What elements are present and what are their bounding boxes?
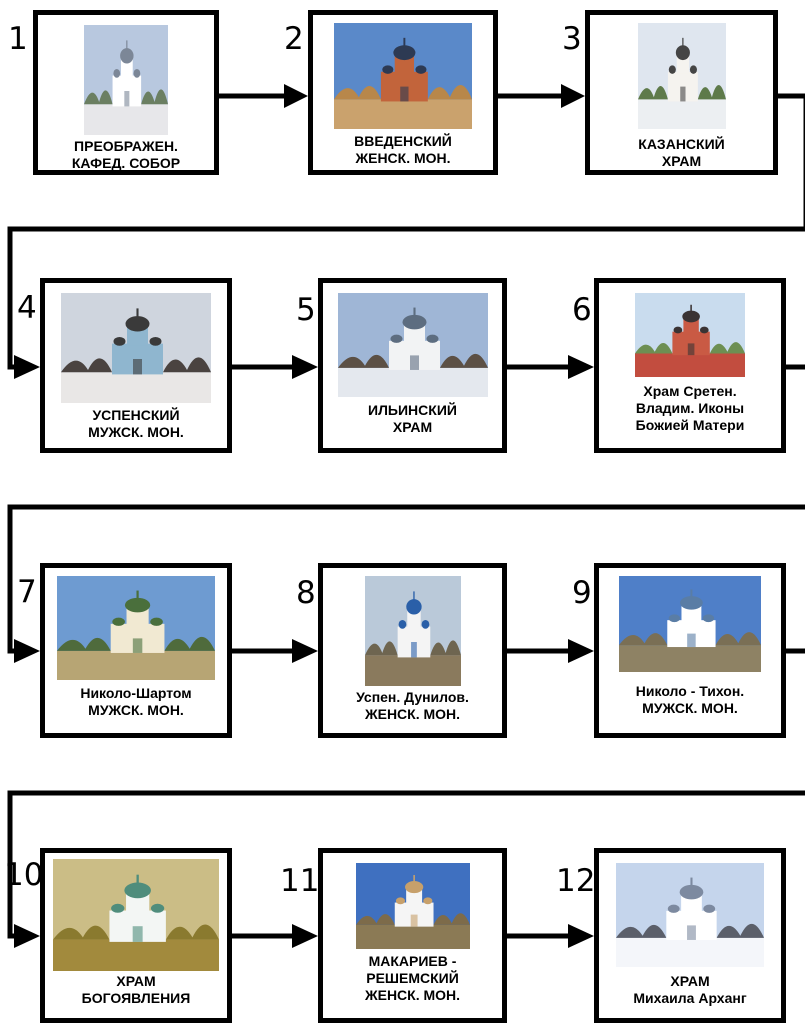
caption-line: Николо-Шартом — [80, 685, 192, 701]
step-number-8: 8 — [296, 575, 316, 611]
church-photo-3 — [637, 23, 726, 129]
arrowhead-2 — [284, 84, 308, 108]
step-box-1: ПРЕОБРАЖЕН.КАФЕД. СОБОР — [33, 10, 219, 175]
connector-3-4 — [7, 93, 805, 370]
step-number-3: 3 — [562, 21, 582, 57]
church-photo-4 — [61, 293, 211, 403]
church-photo-8 — [364, 576, 461, 686]
step-caption-8: Успен. Дунилов.ЖЕНСК. МОН. — [325, 689, 500, 723]
step-number-12: 12 — [556, 863, 596, 899]
church-photo-1 — [84, 25, 168, 135]
step-number-2: 2 — [284, 21, 304, 57]
arrowhead-12 — [568, 924, 594, 948]
caption-line: ХРАМ — [670, 973, 710, 989]
caption-line: УСПЕНСКИЙ — [92, 407, 180, 423]
caption-line: ВВЕДЕНСКИЙ — [354, 133, 452, 149]
church-photo-6 — [635, 293, 745, 377]
caption-line: Владим. Иконы — [635, 400, 745, 416]
arrowhead-5 — [292, 355, 318, 379]
church-photo-9 — [619, 576, 761, 672]
step-caption-1: ПРЕОБРАЖЕН.КАФЕД. СОБОР — [40, 138, 212, 172]
step-number-9: 9 — [572, 575, 592, 611]
step-number-5: 5 — [296, 292, 316, 328]
church-photo-7 — [57, 576, 215, 680]
step-number-6: 6 — [572, 292, 592, 328]
arrowhead-11 — [292, 924, 318, 948]
caption-line: МУЖСК. МОН. — [642, 700, 738, 716]
caption-line: РЕШЕМСКИЙ — [366, 970, 459, 986]
caption-line: БОГОЯВЛЕНИЯ — [81, 990, 191, 1006]
caption-line: ЖЕНСК. МОН. — [364, 706, 461, 722]
caption-line: ЖЕНСК. МОН. — [355, 150, 451, 166]
caption-line: Храм Сретен. — [643, 383, 737, 399]
caption-line: ЖЕНСК. МОН. — [364, 987, 461, 1003]
caption-line: Успен. Дунилов. — [356, 689, 469, 705]
caption-line: КАФЕД. СОБОР — [71, 155, 181, 171]
caption-line: Божией Матери — [635, 417, 745, 433]
church-photo-10 — [53, 859, 219, 971]
church-photo-11 — [355, 863, 470, 949]
church-photo-2 — [334, 23, 472, 129]
step-number-7: 7 — [17, 574, 37, 610]
caption-line: Михаила Арханг — [633, 990, 747, 1006]
church-photo-12 — [616, 863, 764, 967]
caption-line: МУЖСК. МОН. — [88, 424, 184, 440]
step-box-9: Николо - Тихон.МУЖСК. МОН. — [594, 563, 786, 738]
arrowhead-3 — [561, 84, 585, 108]
step-number-1: 1 — [8, 21, 28, 57]
arrowhead-10 — [14, 924, 40, 948]
step-number-4: 4 — [17, 290, 37, 326]
caption-line: МАКАРИЕВ - — [368, 953, 457, 969]
step-caption-9: Николо - Тихон.МУЖСК. МОН. — [601, 683, 779, 717]
step-number-11: 11 — [280, 863, 320, 899]
caption-line: КАЗАНСКИЙ — [638, 136, 725, 152]
caption-line: ХРАМ — [116, 973, 156, 989]
step-box-8: Успен. Дунилов.ЖЕНСК. МОН. — [318, 563, 507, 738]
caption-line: Николо - Тихон. — [635, 683, 745, 699]
caption-line: ИЛЬИНСКИЙ — [368, 402, 457, 418]
church-photo-5 — [337, 293, 488, 397]
caption-line: ХРАМ — [392, 419, 433, 435]
arrowhead-7 — [14, 639, 40, 663]
arrowhead-8 — [292, 639, 318, 663]
caption-line: ХРАМ — [661, 153, 702, 169]
caption-line: ПРЕОБРАЖЕН. — [74, 138, 178, 154]
caption-line: МУЖСК. МОН. — [88, 702, 184, 718]
arrowhead-4 — [14, 355, 40, 379]
step-number-10: 10 — [4, 857, 44, 893]
arrowhead-6 — [568, 355, 594, 379]
arrowhead-9 — [568, 639, 594, 663]
